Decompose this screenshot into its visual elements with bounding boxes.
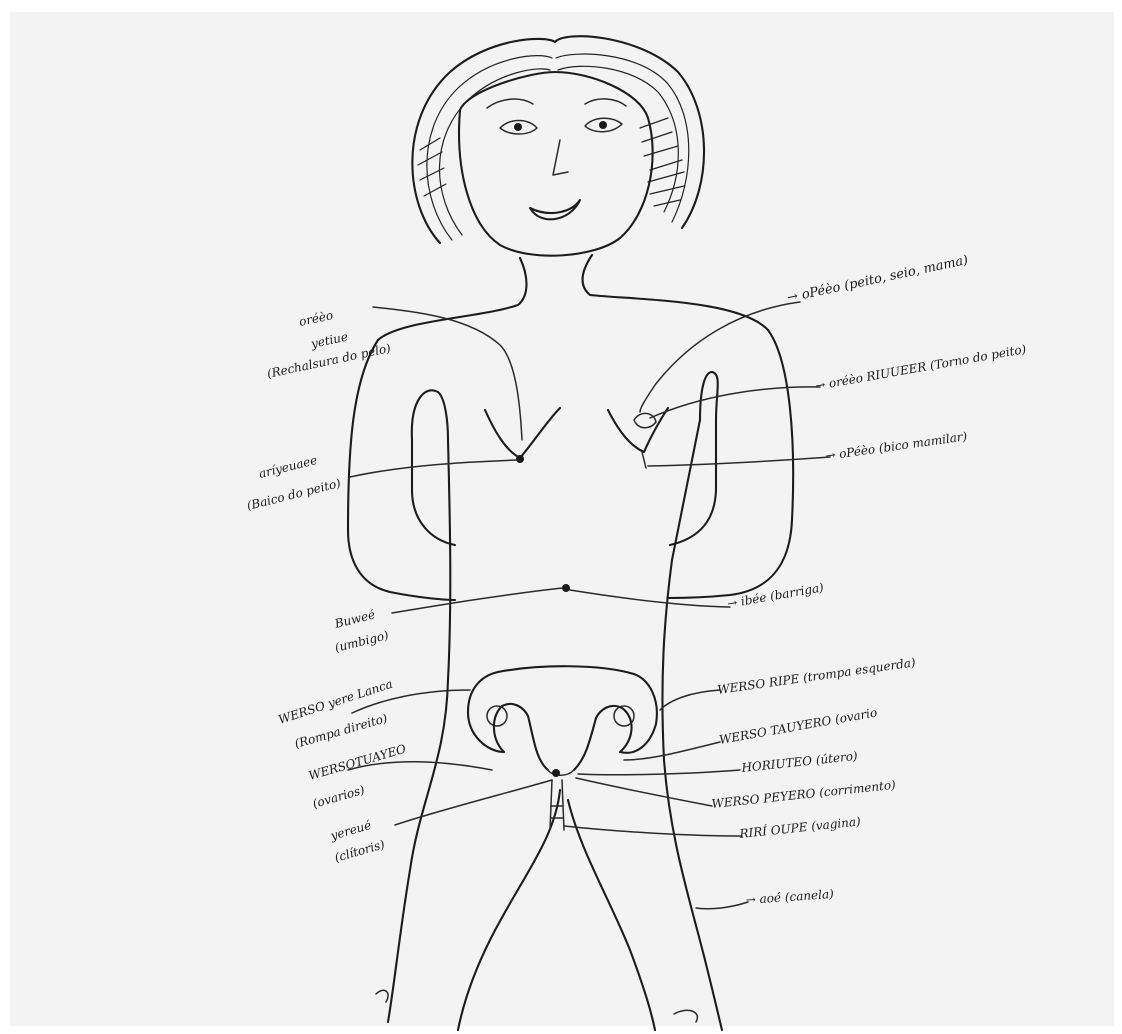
paper	[10, 12, 1114, 1026]
navel	[562, 584, 570, 592]
left-nipple	[516, 455, 524, 463]
